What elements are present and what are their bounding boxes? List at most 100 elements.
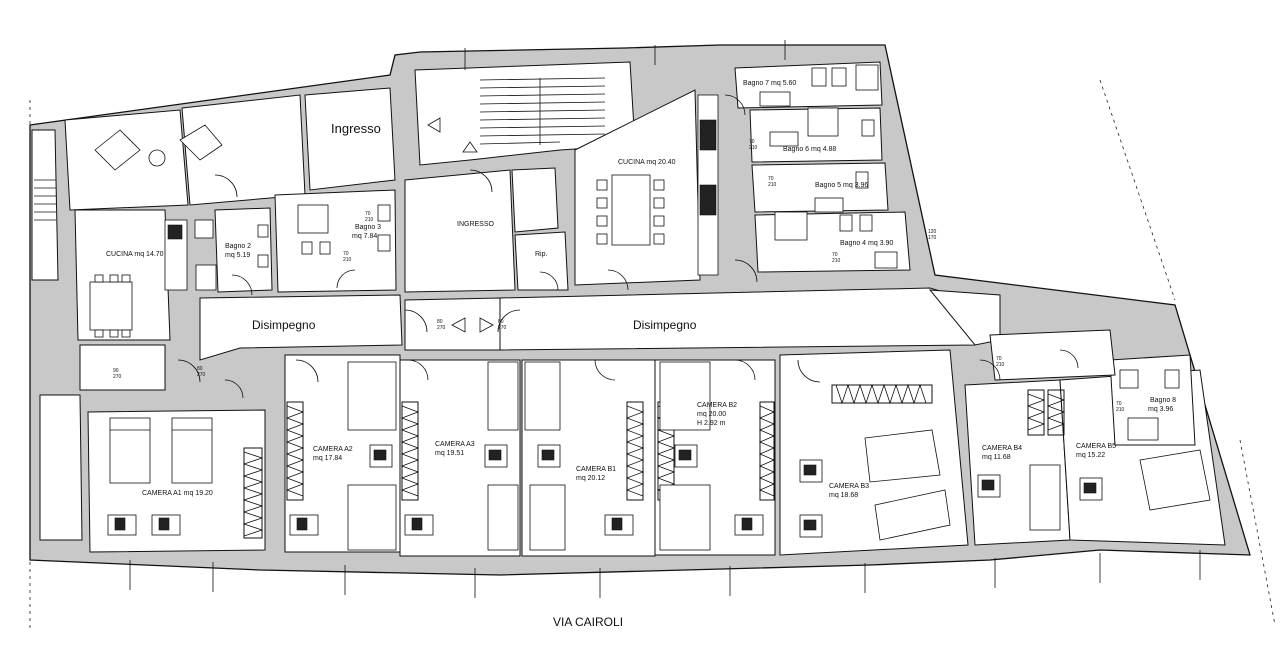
room-left-lower xyxy=(39,394,83,541)
svg-text:70: 70 xyxy=(996,356,1002,362)
bed-b3 xyxy=(864,429,951,541)
label-ingresso-left: Ingresso xyxy=(331,121,381,136)
kitchen-right-furniture xyxy=(596,94,719,276)
room-entry-left-small xyxy=(79,344,166,391)
wardrobe-b1 xyxy=(625,401,645,501)
svg-text:90: 90 xyxy=(113,368,119,374)
room-bagno2 xyxy=(214,207,273,293)
wardrobe-b4 xyxy=(1026,389,1066,436)
room-b4-entry xyxy=(989,329,1116,381)
label-camera-b2-title: CAMERA B2 xyxy=(697,402,737,409)
boundary-right-top xyxy=(1099,79,1176,301)
label-camera-a2-area: mq 17.84 xyxy=(313,455,342,462)
boundary-right-bottom xyxy=(1239,439,1276,626)
stair-treads-center xyxy=(479,77,606,145)
label-camera-a2-title: CAMERA A2 xyxy=(313,446,353,453)
svg-text:120: 120 xyxy=(928,229,937,235)
svg-text:210: 210 xyxy=(365,217,374,223)
svg-text:80: 80 xyxy=(498,319,504,325)
label-bagno4: Bagno 4 mq 3.90 xyxy=(840,240,893,247)
label-bagno3-area: mq 7.84 xyxy=(352,233,377,240)
wardrobe-a1 xyxy=(242,447,264,539)
wardrobe-a3 xyxy=(400,401,420,501)
label-bagno5: Bagno 5 mq 3.96 xyxy=(815,182,868,189)
label-camera-b3-title: CAMERA B3 xyxy=(829,483,869,490)
label-camera-b2-height: H 2.92 m xyxy=(697,420,726,427)
svg-text:170: 170 xyxy=(928,235,937,241)
label-camera-b5-area: mq 15.22 xyxy=(1076,452,1105,459)
svg-text:80: 80 xyxy=(437,319,443,325)
wardrobe-b3 xyxy=(831,383,933,405)
label-cucina-left: CUCINA mq 14.70 xyxy=(106,251,164,258)
corridor-right xyxy=(499,287,976,351)
label-camera-b2-area: mq 20.00 xyxy=(697,411,726,418)
label-camera-a1: CAMERA A1 mq 19.20 xyxy=(142,490,213,497)
room-rip xyxy=(514,231,569,291)
label-disimpegno-right: Disimpegno xyxy=(633,318,697,332)
corridor-left xyxy=(199,294,403,361)
svg-text:210: 210 xyxy=(832,258,841,264)
svg-text:270: 270 xyxy=(437,325,446,331)
label-camera-b4-title: CAMERA B4 xyxy=(982,445,1022,452)
room-bagno5 xyxy=(751,162,889,213)
room-stair-left xyxy=(31,129,59,281)
room-stair-center xyxy=(414,61,636,166)
label-camera-b1-title: CAMERA B1 xyxy=(576,466,616,473)
svg-text:210: 210 xyxy=(768,182,777,188)
label-camera-a3-area: mq 19.51 xyxy=(435,450,464,457)
bed-b2 xyxy=(659,361,711,551)
street-name: VIA CAIROLI xyxy=(553,615,623,629)
label-bagno6: Bagno 6 mq 4.88 xyxy=(783,146,836,153)
svg-text:70: 70 xyxy=(365,211,371,217)
bed-a1 xyxy=(109,417,213,484)
svg-text:70: 70 xyxy=(1116,401,1122,407)
svg-text:210: 210 xyxy=(343,257,352,263)
label-bagno3-title: Bagno 3 xyxy=(355,224,381,231)
label-bagno8-title: Bagno 8 xyxy=(1150,397,1176,404)
facade-window-marks xyxy=(129,40,1201,598)
bed-a3 xyxy=(487,361,519,551)
stair-treads-left xyxy=(34,179,56,221)
label-camera-b3-area: mq 18.68 xyxy=(829,492,858,499)
label-camera-b5-title: CAMERA B5 xyxy=(1076,443,1116,450)
living-furniture xyxy=(94,124,223,171)
vestibule xyxy=(404,297,501,351)
label-camera-b4-area: mq 11.68 xyxy=(982,454,1011,461)
bed-b5 xyxy=(1139,449,1211,511)
svg-text:80: 80 xyxy=(197,366,203,372)
bath-fixtures xyxy=(194,64,1180,441)
label-cucina-right: CUCINA mq 20.40 xyxy=(618,159,676,166)
svg-text:70: 70 xyxy=(343,251,349,257)
label-camera-a3-title: CAMERA A3 xyxy=(435,441,475,448)
kitchen-left-furniture xyxy=(89,219,188,338)
svg-text:210: 210 xyxy=(1116,407,1125,413)
label-camera-b1-area: mq 20.12 xyxy=(576,475,605,482)
door-swings xyxy=(177,94,1079,399)
direction-arrows xyxy=(427,117,494,333)
bed-a2 xyxy=(347,361,397,551)
bed-b1 xyxy=(524,361,566,551)
dimension-tags: 80 270 80 270 80 270 90 270 70 210 70 21… xyxy=(113,139,1125,413)
label-bagno2-title: Bagno 2 xyxy=(225,243,251,250)
label-bagno8-area: mq 3.96 xyxy=(1148,406,1173,413)
room-shaft xyxy=(511,167,559,233)
svg-text:210: 210 xyxy=(749,145,758,151)
room-ingresso-center xyxy=(404,169,516,293)
room-upper-left-3 xyxy=(304,87,396,191)
label-bagno2-area: mq 5.19 xyxy=(225,252,250,259)
label-rip: Rip. xyxy=(535,251,548,258)
svg-text:270: 270 xyxy=(197,372,206,378)
svg-text:270: 270 xyxy=(498,325,507,331)
desks xyxy=(107,444,1103,538)
svg-text:70: 70 xyxy=(832,252,838,258)
label-bagno7: Bagno 7 mq 5.60 xyxy=(743,80,796,87)
svg-text:70: 70 xyxy=(749,139,755,145)
bed-b4 xyxy=(1029,464,1061,531)
svg-text:270: 270 xyxy=(113,374,122,380)
wardrobe-a2 xyxy=(285,401,305,501)
label-ingresso-center: INGRESSO xyxy=(457,221,495,228)
svg-text:210: 210 xyxy=(996,362,1005,368)
svg-text:70: 70 xyxy=(768,176,774,182)
label-disimpegno-left: Disimpegno xyxy=(252,318,316,332)
